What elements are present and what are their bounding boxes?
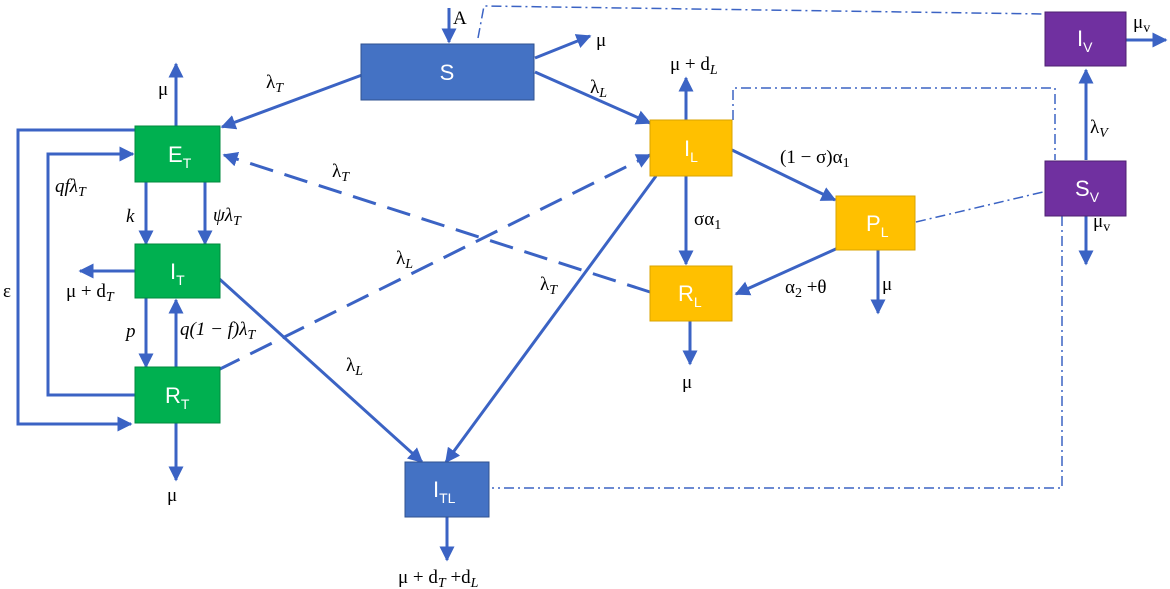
- link-il-sv: [732, 87, 1056, 160]
- rate-alpha2-theta: α2 +θ: [785, 277, 827, 301]
- arrow-pl-to-rl: [734, 246, 839, 296]
- label-sv: SV: [1075, 176, 1100, 205]
- rate-lambda-v: λV: [1090, 117, 1109, 141]
- arrow-s-to-et: [220, 73, 363, 130]
- rate-mu-et: μ: [158, 79, 168, 100]
- label-itl: ITL: [433, 477, 456, 506]
- arrow-il-to-pl: [731, 148, 837, 202]
- link-pl-sv: [915, 191, 1044, 223]
- arrow-il-to-itl: [444, 175, 658, 464]
- label-iv: IV: [1077, 26, 1093, 55]
- rate-psi-lambda: ψλT: [213, 205, 242, 229]
- rate-mu-itl: μ + dT +dL: [398, 567, 479, 589]
- rate-lambda-l-it: λL: [346, 355, 363, 379]
- rate-q1f-lambda: q(1 − f)λT: [180, 319, 256, 343]
- arrow-s-to-il: [534, 70, 652, 125]
- box-pl: [835, 195, 916, 251]
- rate-mu-rl: μ: [682, 372, 692, 393]
- label-pl: PL: [866, 211, 889, 240]
- rate-lambda-t-back: λT: [332, 161, 350, 185]
- rate-mu-dl: μ + dL: [670, 54, 718, 78]
- arrow-et-to-rt-epsilon: [16, 128, 135, 432]
- label-il: IL: [684, 136, 698, 165]
- compartment-labels: S ET IT RT IL RL PL ITL IV SV: [165, 26, 1100, 506]
- rate-lambda-l-dashed: λL: [396, 248, 413, 272]
- box-et: [134, 125, 221, 183]
- rate-lambda-t-il: λT: [540, 274, 558, 298]
- label-et: ET: [168, 142, 192, 171]
- box-rl: [649, 265, 733, 322]
- compartment-boxes: [134, 11, 1127, 518]
- arrow-s-death: [534, 34, 592, 60]
- box-sv: [1044, 160, 1127, 217]
- rate-mu-pl: μ: [882, 274, 892, 295]
- rate-p: p: [124, 321, 136, 342]
- rate-sigma-alpha: σα1: [694, 209, 721, 233]
- box-iv: [1044, 11, 1127, 67]
- box-rt: [134, 366, 221, 424]
- label-rt: RT: [165, 383, 190, 412]
- rate-mu-dt: μ + dT: [66, 281, 115, 305]
- rate-lambda-l-s: λL: [590, 77, 607, 101]
- rate-k: k: [126, 206, 135, 227]
- vector-interaction-lines: [477, 5, 1063, 489]
- link-sv-itl: [492, 216, 1063, 489]
- rate-labels: A μ λT λL μ k ψλT qfλT ε μ + dT p q(1 − …: [3, 8, 1150, 589]
- box-il: [649, 119, 733, 177]
- rate-recruitment: A: [453, 8, 467, 29]
- rate-mu-rt: μ: [167, 485, 177, 506]
- box-it: [134, 243, 221, 299]
- label-s: S: [440, 60, 455, 85]
- arrow-rt-to-et-qf: [46, 146, 135, 397]
- link-s-iv: [477, 5, 1046, 39]
- box-s: [360, 43, 535, 101]
- rate-mu-v-iv: μv: [1133, 12, 1150, 36]
- box-itl: [404, 461, 490, 518]
- rate-lambda-t-s: λT: [266, 72, 284, 96]
- rate-epsilon: ε: [3, 281, 11, 302]
- rate-mu-s: μ: [596, 30, 606, 51]
- label-it: IT: [170, 259, 185, 288]
- dashed-arrows: [217, 151, 652, 372]
- rate-qf-lambda: qfλT: [55, 176, 87, 200]
- flow-arrows: [16, 8, 1168, 562]
- arrow-rt-to-il-dashed: [217, 153, 652, 372]
- label-rl: RL: [678, 281, 702, 310]
- rate-one-minus-sigma: (1 − σ)α1: [780, 147, 850, 171]
- arrow-it-to-itl: [213, 273, 424, 464]
- arrow-rl-to-et-dashed: [222, 151, 651, 294]
- rate-mu-v-sv: μv: [1093, 211, 1110, 235]
